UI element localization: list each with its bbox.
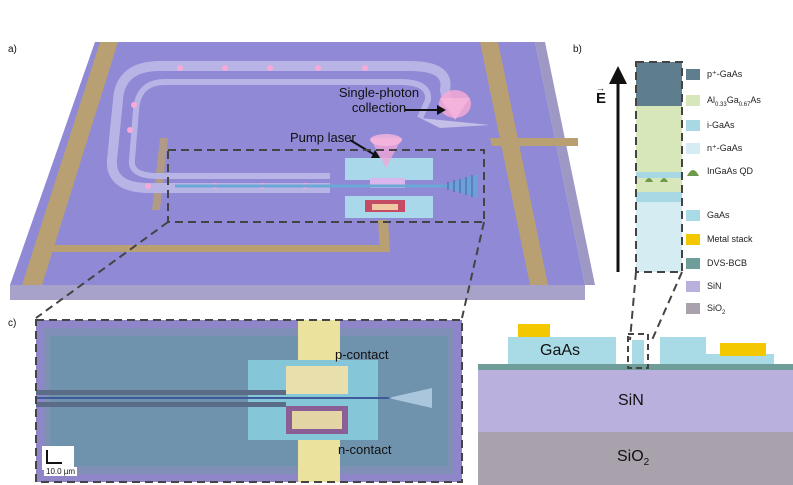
legend-label: n⁺-GaAs <box>707 143 743 153</box>
legend-label: InGaAs QD <box>707 166 754 176</box>
n-contact-label: n-contact <box>338 442 392 457</box>
device-illustration <box>10 42 595 319</box>
legend-swatch <box>686 143 700 154</box>
single-photon-label: Single-photon collection <box>334 85 424 115</box>
legend-swatches <box>686 69 700 314</box>
legend-swatch <box>686 210 700 221</box>
cross-section-gaas-label: GaAs <box>540 342 581 359</box>
layer-stack-diagram <box>478 61 793 485</box>
scale-bar-label: 10.0 µm <box>44 467 78 476</box>
sio2-text: SiO <box>617 448 644 465</box>
legend-label: i-GaAs <box>707 120 735 130</box>
cross-section-sio2-label: SiO2 <box>617 448 649 468</box>
legend-item: Al0.33Ga0.67As <box>707 95 761 108</box>
legend-label: GaAs <box>707 210 730 220</box>
cross-section-sin-label: SiN <box>618 392 644 409</box>
micrograph <box>35 319 463 483</box>
legend-label: Metal stack <box>707 234 753 244</box>
legend-item: p⁺-GaAs <box>707 69 742 80</box>
legend-swatch <box>686 95 700 106</box>
p-contact-label: p-contact <box>335 347 389 362</box>
legend-label: DVS-BCB <box>707 258 748 268</box>
legend-swatch <box>686 258 700 269</box>
legend-item: i-GaAs <box>707 120 735 130</box>
single-photon-line1: Single-photon <box>338 85 420 100</box>
field-symbol: → E <box>596 83 607 108</box>
panel-label-a: a) <box>8 44 17 55</box>
panel-label-b: b) <box>573 44 582 55</box>
legend-item: SiN <box>707 281 722 291</box>
legend-label: Al0.33Ga0.67As <box>707 95 761 108</box>
legend-item: SiO2 <box>707 303 725 316</box>
legend-label: SiO2 <box>707 303 726 316</box>
legend-swatch <box>687 170 699 176</box>
legend-item: n⁺-GaAs <box>707 143 742 154</box>
legend-swatch <box>686 69 700 80</box>
legend-swatch <box>686 120 700 131</box>
single-photon-line2: collection <box>351 100 407 115</box>
legend-swatch <box>686 303 700 314</box>
legend-swatch <box>686 234 700 245</box>
legend-label: SiN <box>707 281 722 291</box>
legend-swatch <box>686 281 700 292</box>
sio2-subscript: 2 <box>643 457 650 469</box>
legend-item: DVS-BCB <box>707 258 747 268</box>
legend-label: p⁺-GaAs <box>707 69 743 79</box>
legend-item: GaAs <box>707 210 730 220</box>
legend-item: InGaAs QD <box>707 166 753 176</box>
panel-label-c: c) <box>8 318 17 329</box>
field-symbol-text: E <box>596 90 607 107</box>
pump-laser-label: Pump laser <box>290 130 356 145</box>
legend-item: Metal stack <box>707 234 753 244</box>
